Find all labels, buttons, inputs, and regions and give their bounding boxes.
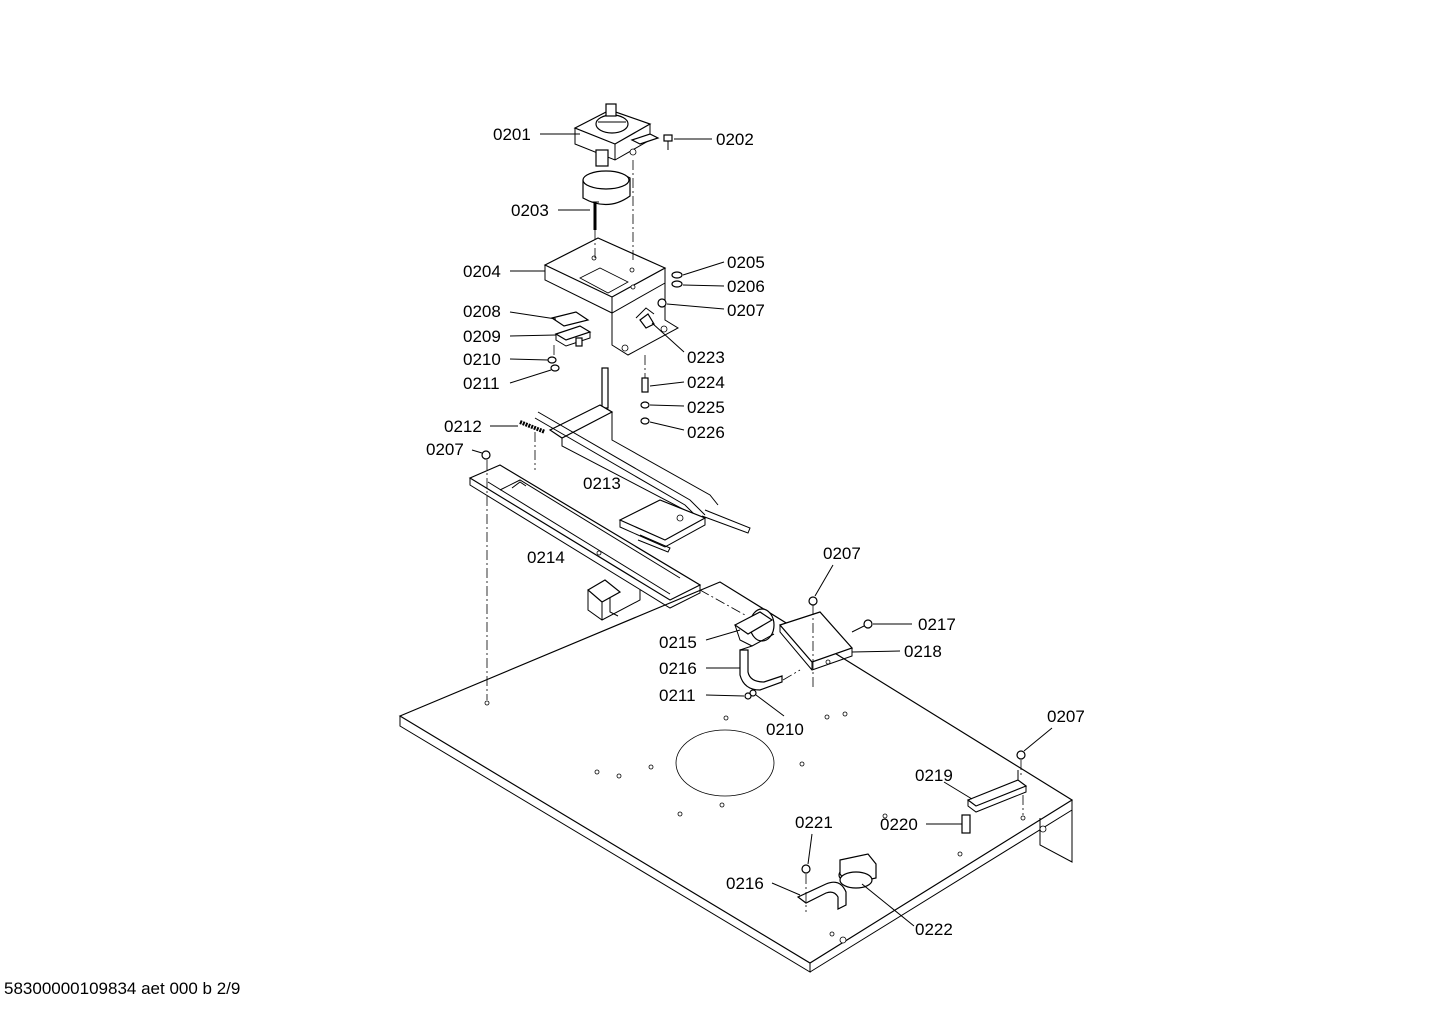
screw-0207-left [481, 450, 491, 460]
bracket-0204 [543, 237, 679, 356]
switch-cover-0208 [550, 311, 590, 327]
label-0222: 0222 [915, 920, 953, 939]
label-0225: 0225 [687, 398, 725, 417]
leader-lines [471, 133, 1053, 927]
screw-0207-plate [808, 596, 818, 606]
label-0207-a: 0207 [727, 301, 765, 320]
bracket-0216-lower [796, 881, 847, 910]
label-0216-b: 0216 [726, 874, 764, 893]
lever-0213 [534, 367, 751, 553]
screw-0202 [663, 134, 673, 150]
bracket-0216-upper [739, 645, 783, 691]
screw-0217 [851, 619, 873, 633]
label-0217: 0217 [918, 615, 956, 634]
washer-0226 [640, 417, 650, 425]
label-0226: 0226 [687, 423, 725, 442]
washer-0211-upper [550, 364, 560, 372]
label-0215: 0215 [659, 633, 697, 652]
label-0221: 0221 [795, 813, 833, 832]
label-0207-d: 0207 [1047, 707, 1085, 726]
label-0220: 0220 [880, 815, 918, 834]
label-0214: 0214 [527, 548, 565, 567]
plate-0218 [778, 611, 854, 671]
label-0213: 0213 [583, 474, 621, 493]
screw-0207-upper [657, 298, 667, 308]
nut-0210-upper [547, 356, 557, 364]
screw-0207-right [1016, 750, 1026, 760]
label-0207-c: 0207 [823, 544, 861, 563]
clip-0223 [639, 313, 655, 329]
document-id-footer: 58300000109834 aet 000 b 2/9 [4, 979, 241, 998]
washer-0225 [640, 401, 650, 409]
label-0207-b: 0207 [426, 440, 464, 459]
rotary-switch-0201 [573, 103, 660, 206]
label-0219: 0219 [915, 766, 953, 785]
label-0212: 0212 [444, 417, 482, 436]
thermostat-0222 [838, 853, 877, 889]
pin-0224 [641, 377, 649, 393]
label-0218: 0218 [904, 642, 942, 661]
label-0208: 0208 [463, 302, 501, 321]
nut-0205 [671, 271, 683, 279]
screw-0221 [801, 864, 811, 874]
label-0224: 0224 [687, 373, 725, 392]
label-0210-b: 0210 [766, 720, 804, 739]
microswitch-0209 [554, 325, 592, 347]
label-0204: 0204 [463, 262, 501, 281]
base-plate [398, 581, 1074, 973]
bracket-0219 [966, 770, 1028, 813]
bracket-0220 [961, 814, 971, 834]
base-plate-round-opening [675, 729, 775, 797]
label-0209: 0209 [463, 327, 501, 346]
screw-0203 [591, 201, 599, 230]
label-0210-a: 0210 [463, 350, 501, 369]
label-0202: 0202 [716, 130, 754, 149]
label-0205: 0205 [727, 253, 765, 272]
assembly-center-lines [486, 160, 1024, 912]
nut-0211-lower [744, 692, 752, 700]
label-0211-b: 0211 [659, 686, 696, 705]
label-0201: 0201 [493, 125, 531, 144]
label-0206: 0206 [727, 277, 765, 296]
washer-0206 [671, 280, 683, 288]
part-number-labels: 0201 0202 0203 0204 0205 0206 0207 0208 … [426, 125, 1085, 939]
label-0211-a: 0211 [463, 374, 500, 393]
label-0223: 0223 [687, 348, 725, 367]
washer-0210-lower [749, 689, 757, 697]
thermostat-0215 [733, 608, 775, 647]
label-0203: 0203 [511, 201, 549, 220]
label-0216-a: 0216 [659, 659, 697, 678]
spring-0212 [519, 420, 546, 434]
